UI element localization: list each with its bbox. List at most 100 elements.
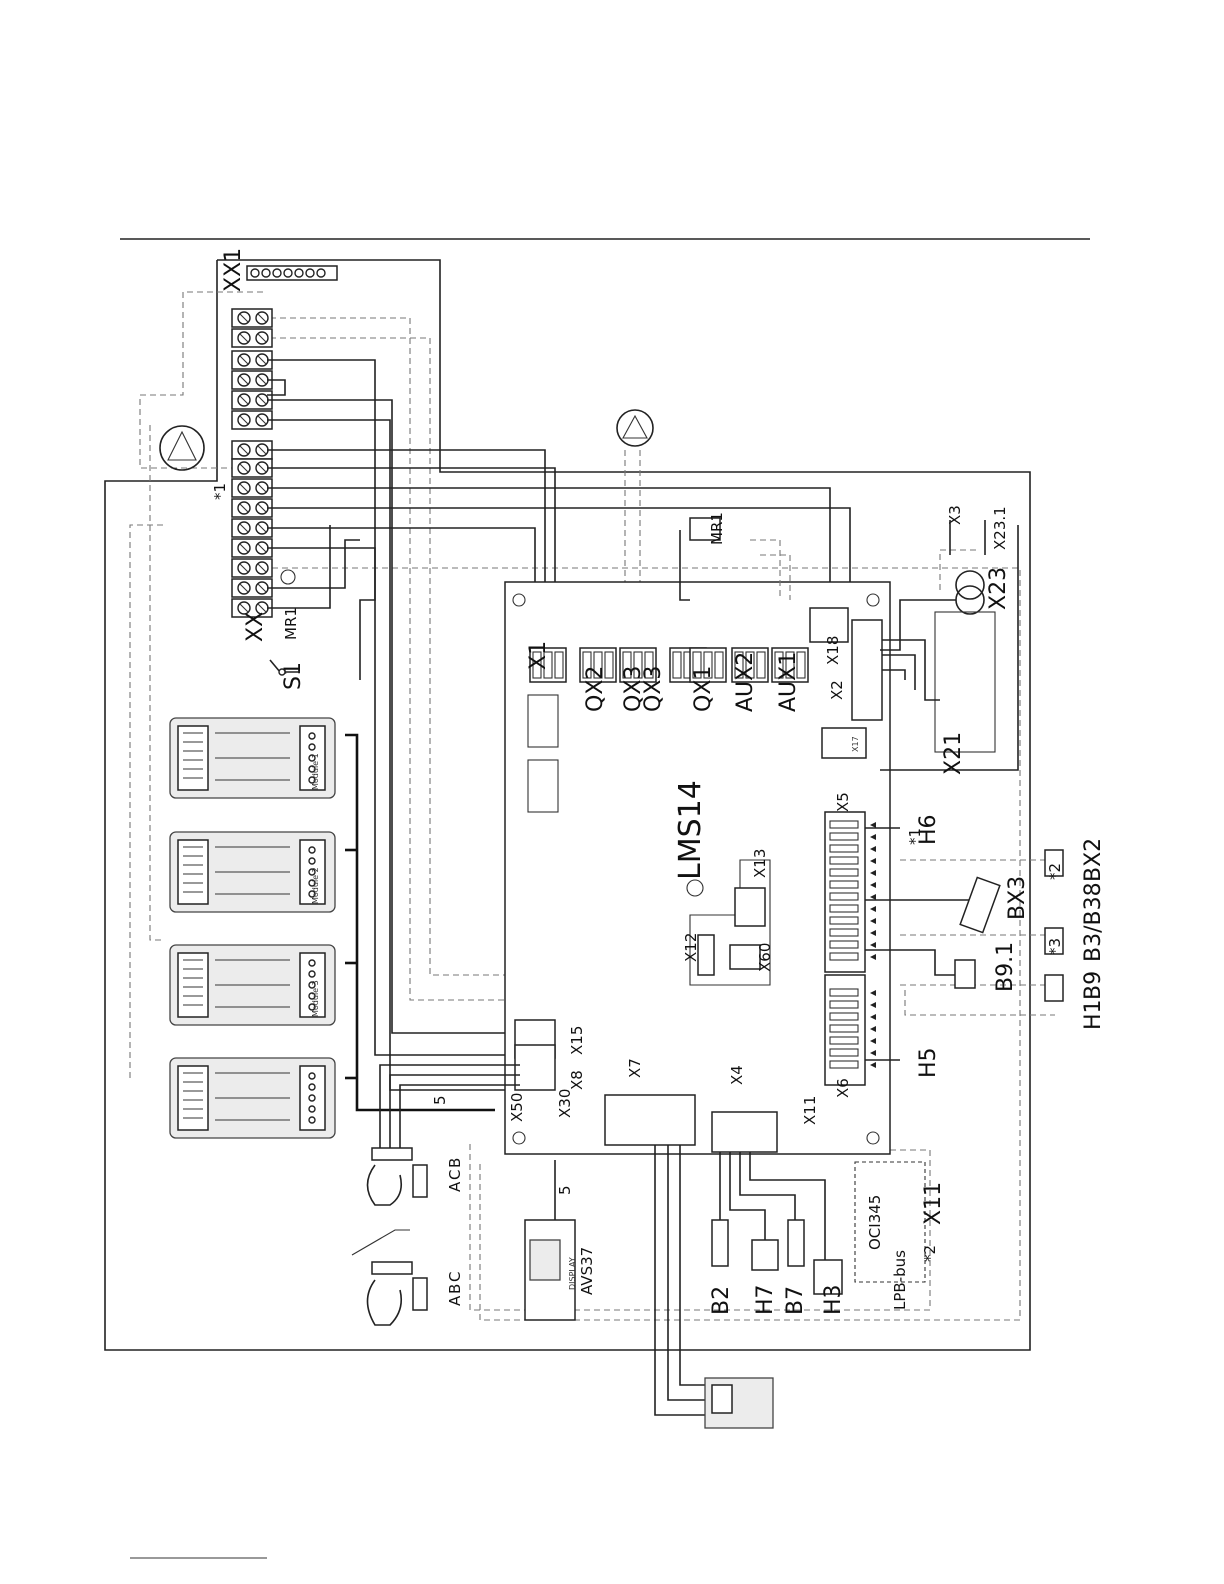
xx-terminal [232, 411, 272, 429]
xx-terminal [232, 579, 272, 597]
xx-terminal [232, 441, 272, 459]
avs37-screen [530, 1240, 560, 1280]
display-cable-count: 5 [556, 1185, 574, 1195]
s1-label: S1 [281, 662, 306, 690]
board-name: LMS14 [673, 780, 708, 880]
mr1-label: MR1 [282, 607, 300, 640]
board-connector-label: QX2 [583, 666, 608, 712]
board-connector-label: AUX2 [733, 652, 758, 712]
star-note-lpb: *2 [921, 1245, 939, 1262]
x8-label: X8 [568, 1070, 586, 1090]
sensor-b9: B9 [1081, 971, 1106, 1000]
board-connector-label: QX3 [641, 666, 666, 712]
lpb-bus-label: LPB-bus [891, 1250, 909, 1310]
x17-label: X17 [851, 736, 860, 752]
fan-2-pin-a: A [446, 1295, 464, 1306]
sensor-b7-body [788, 1220, 804, 1266]
expansion-modules: Module 1 Module 2 Module 3 [170, 718, 335, 1138]
sensor-b3-b38: B3/B38 [1081, 882, 1106, 962]
x6-label: X6 [834, 1078, 852, 1098]
x50-label: X50 [508, 1093, 526, 1122]
fan-2-pin-b: B [446, 1284, 464, 1294]
ribbon-wires [380, 1065, 520, 1148]
module-bus-taps [345, 850, 357, 1078]
x18-label: X18 [824, 636, 842, 665]
xx-terminal [232, 391, 272, 409]
module-label: Module 1 [311, 753, 320, 790]
x231-label: X23.1 [991, 506, 1009, 550]
star-note-xx: *1 [211, 483, 229, 500]
ground-symbol [281, 570, 295, 584]
fan-1-pin-a: A [446, 1181, 464, 1192]
pe-wire-left-2 [130, 525, 163, 1080]
x3-label: X3 [946, 505, 964, 525]
xx-terminal [232, 559, 272, 577]
xx-label: XX [243, 612, 268, 642]
avs37-sub: DISPLAY [568, 1257, 577, 1290]
sensor-h7: H7 [753, 1284, 778, 1315]
x5-label: X5 [834, 792, 852, 812]
avs37-label: AVS37 [578, 1247, 596, 1295]
sensor-h1: H1 [1081, 999, 1106, 1030]
x2-x23-wire [880, 600, 956, 650]
sensor-bx2: BX2 [1081, 838, 1106, 882]
sensor-b2-body [712, 1220, 728, 1266]
sensor-h3: H3 [821, 1284, 846, 1315]
x2-connector [852, 620, 882, 720]
h1-wire [905, 990, 1055, 1015]
right-sensors [865, 828, 1063, 1060]
sensor-b2: B2 [709, 1286, 734, 1315]
transformer-x23 [956, 586, 984, 614]
xx-terminal [232, 351, 272, 369]
x11-label-board: X11 [801, 1096, 819, 1125]
x7-label: X7 [626, 1058, 644, 1078]
x60-label: X60 [756, 943, 774, 972]
x7-connector [605, 1095, 695, 1145]
fan-2-pin-c: C [446, 1272, 464, 1282]
star-note-b3: *3 [1046, 938, 1064, 955]
module-label: Module 2 [311, 867, 320, 904]
x21-label: X21 [941, 732, 966, 775]
xx-terminal-strip [232, 309, 272, 617]
sensor-h5: H5 [916, 1047, 941, 1078]
star-note-h6: *1 [906, 828, 924, 845]
expansion-module: Module 3 [170, 945, 335, 1025]
x12-socket [698, 935, 714, 975]
xx-terminal [232, 519, 272, 537]
oci345-label: OCI345 [866, 1195, 884, 1250]
xx-terminal [232, 479, 272, 497]
expansion-module: Module 2 [170, 832, 335, 912]
x4-connector [712, 1112, 777, 1152]
transformer-x23-b [956, 571, 984, 599]
xx-terminal [232, 499, 272, 517]
x15-label: X15 [568, 1026, 586, 1055]
xx-terminal [232, 371, 272, 389]
xx1-label: XX1 [221, 248, 246, 292]
x12-label: X12 [682, 933, 700, 962]
fan-1-pin-b: B [446, 1158, 464, 1168]
x23-label: X23 [986, 567, 1011, 610]
board-connector-label: QX1 [691, 666, 716, 712]
x8-connector [515, 1045, 555, 1090]
fan-2 [352, 1230, 427, 1325]
fan-1 [368, 1148, 428, 1205]
module-bus [345, 735, 495, 1110]
x2-label: X2 [828, 680, 846, 700]
x4-label: X4 [728, 1065, 746, 1085]
sensor-b7: B7 [783, 1286, 808, 1315]
xx-terminal [232, 459, 272, 477]
xx-terminal [232, 329, 272, 347]
mr1-top-label: MR1 [708, 512, 726, 545]
x11-label: X11 [921, 1182, 946, 1225]
pump-triangle-top [623, 416, 647, 438]
expansion-module [170, 1058, 335, 1138]
transformer-wire [940, 550, 980, 590]
board-connector-label: AUX1 [776, 652, 801, 712]
pump-triangle-left [168, 432, 196, 460]
sensor-b9-1: B9.1 [993, 942, 1018, 992]
board-connector-label: X1 [526, 641, 551, 670]
star-note-bx2: *2 [1046, 863, 1064, 880]
module-label: Module 3 [311, 980, 320, 1017]
